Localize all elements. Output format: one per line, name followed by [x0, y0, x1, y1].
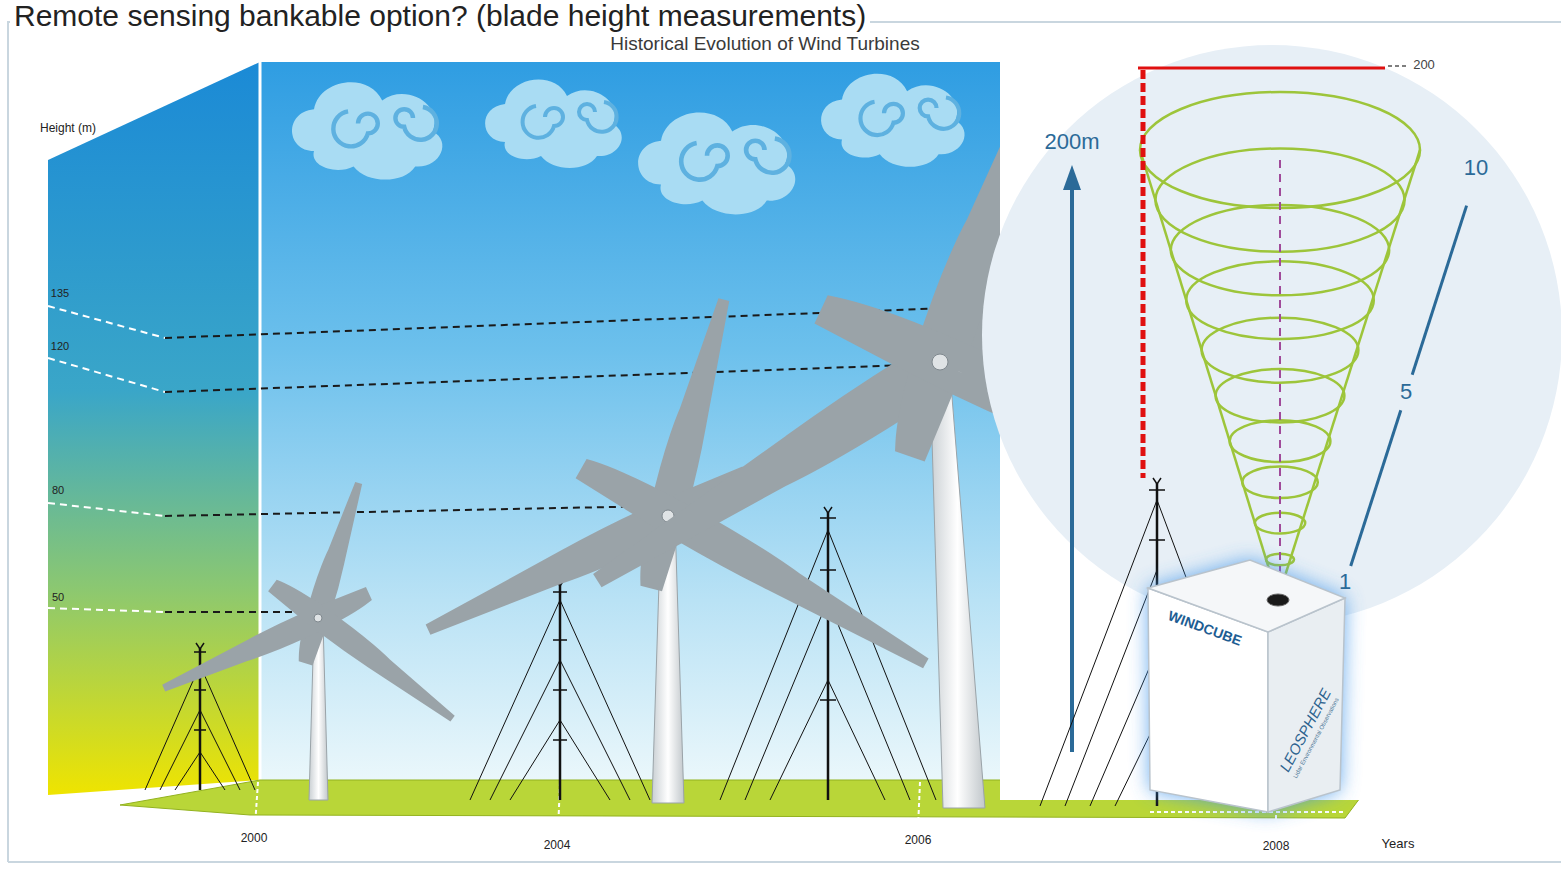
lidar-lens [1267, 594, 1289, 606]
height-value: 135 [51, 288, 69, 299]
scale-number: 10 [1464, 157, 1488, 179]
year-value: 2006 [905, 834, 932, 846]
beam-axis [1279, 160, 1281, 592]
height-marker [1138, 66, 1409, 478]
axis-title: Years [1382, 837, 1415, 850]
scale-number: 5 [1400, 381, 1412, 403]
height-value: 80 [52, 485, 64, 496]
year-value: 2000 [241, 832, 268, 844]
height-label: 200m [1044, 131, 1099, 153]
year-value: 2008 [1263, 840, 1290, 852]
height-wall [48, 62, 260, 795]
met-mast [470, 580, 650, 800]
height-arrow [1063, 165, 1081, 752]
clouds [292, 74, 964, 215]
chart-title: Historical Evolution of Wind Turbines [610, 34, 919, 53]
wall-corner [259, 62, 262, 780]
lidar-box [1148, 560, 1345, 812]
cloud [638, 113, 795, 215]
slide-frame [8, 22, 1561, 862]
cloud [485, 79, 622, 168]
lidar-cone [1140, 92, 1420, 598]
slide-title: Remote sensing bankable option? (blade h… [10, 0, 870, 32]
scale-line [1351, 206, 1467, 566]
height-value: 200 [1413, 58, 1435, 71]
axis-title: Height (m) [40, 122, 96, 134]
lidar-backdrop [982, 45, 1561, 625]
height-lines-wall [48, 306, 165, 612]
cloud [292, 82, 442, 179]
cloud [821, 74, 964, 167]
height-value: 120 [51, 341, 69, 352]
height-value: 50 [52, 592, 64, 603]
year-tick [1275, 815, 1277, 832]
wind-turbine [213, 526, 412, 800]
sky-wall [260, 62, 1000, 780]
year-value: 2004 [544, 839, 571, 851]
box-glow [1148, 560, 1345, 812]
scale-number: 1 [1339, 571, 1351, 593]
